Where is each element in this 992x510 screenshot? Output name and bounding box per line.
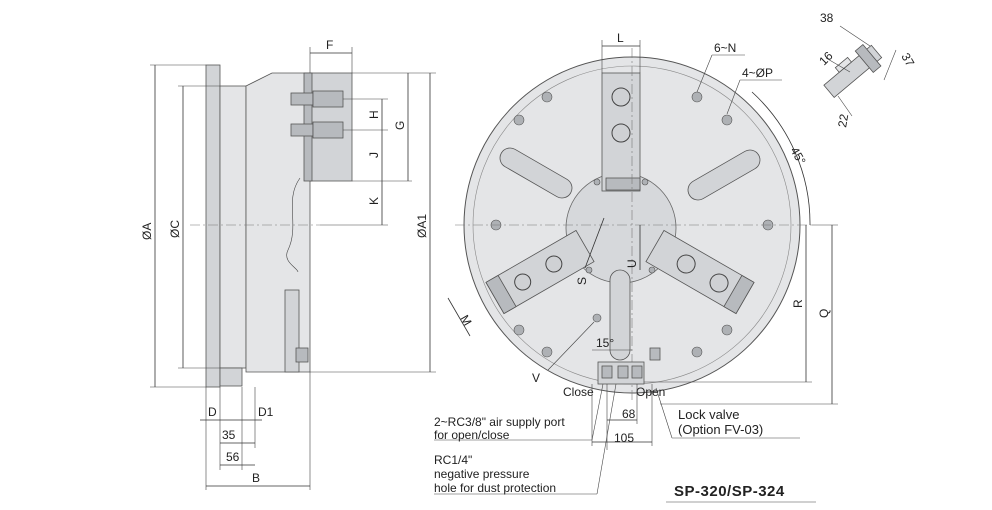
model-title: SP-320/SP-324 [674,483,785,500]
dim-m: M [457,313,474,329]
dim-f: F [326,38,333,52]
dim-37: 37 [898,51,917,70]
dim-l: L [617,31,624,45]
note-air-supply-2: for open/close [434,428,510,442]
dim-q: Q [817,309,831,318]
detail-view [823,43,883,98]
dim-15-deg: 15° [596,336,614,350]
dim-68: 68 [622,407,636,421]
jaw-lower-left [485,229,595,315]
note-lock-valve-2: (Option FV-03) [678,422,763,437]
note-air-supply-1: 2~RC3/8" air supply port [434,415,565,429]
dim-38: 38 [820,11,834,25]
dim-g: G [393,121,407,130]
note-negative-2: negative pressure [434,467,530,481]
dim-6-n: 6~N [714,41,736,55]
dim-h: H [367,110,381,119]
dim-105: 105 [614,431,634,445]
front-slots [499,147,761,361]
side-flange [205,64,221,388]
dim-56: 56 [226,450,240,464]
dim-v: V [532,371,540,385]
dim-4-p: 4~ØP [742,66,773,80]
dim-35: 35 [222,428,236,442]
note-negative-3: hole for dust protection [434,481,556,495]
side-port-block [219,367,243,387]
dim-d1: D1 [258,405,274,419]
side-flange-inner [219,85,247,369]
note-lock-valve-1: Lock valve [678,407,739,422]
note-negative-1: RC1/4" [434,453,472,467]
side-lower-fitting [284,289,300,373]
dim-j: J [367,152,381,158]
dim-dia-a: ØA [140,223,154,240]
label-open: Open [636,385,665,399]
dim-b: B [252,471,260,485]
lock-valve [649,347,661,361]
jaw-lower-right [645,229,755,315]
jaw-top [601,72,641,192]
dim-u: U [625,259,639,268]
front-bolt-holes [490,91,774,358]
dim-22: 22 [835,113,851,129]
side-body [245,72,311,373]
front-view: L 6~N 4~ØP 45° U S M 15° V R Q Cl [447,31,838,450]
dim-16: 16 [816,49,836,69]
dim-s: S [575,277,589,285]
side-lower-fitting2 [295,347,309,363]
dim-r: R [791,299,805,308]
dim-k: K [367,197,381,205]
dim-d: D [208,405,217,419]
label-close: Close [563,385,594,399]
side-view: ØA ØC ØA1 F H J G K [140,38,436,490]
dim-dia-c: ØC [168,220,182,238]
dim-45-deg: 45° [787,145,808,168]
dim-dia-a1: ØA1 [415,214,429,238]
notes: 2~RC3/8" air supply port for open/close … [434,383,800,495]
